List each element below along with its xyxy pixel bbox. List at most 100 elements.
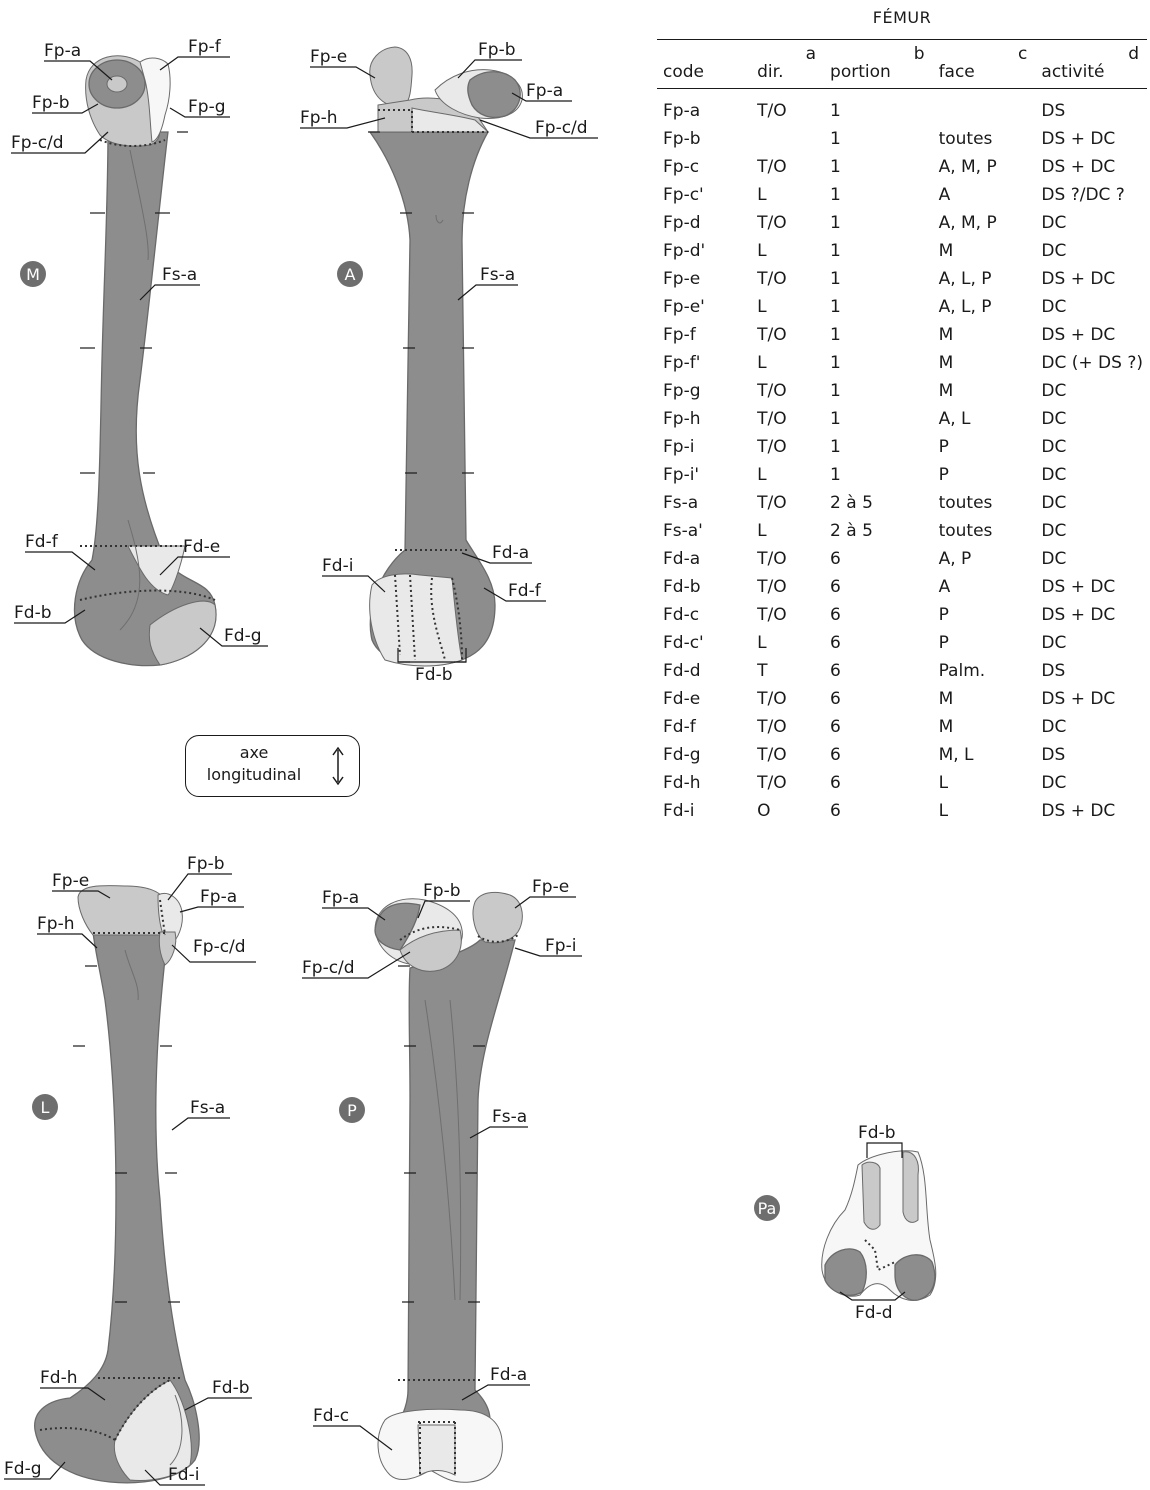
table-cell: Fd-c: [657, 601, 751, 629]
table-row: Fp-e'L1A, L, PDC: [657, 293, 1147, 321]
table-cell: 1: [824, 377, 933, 405]
posterior-greater-trochanter: [473, 892, 522, 942]
posterior-shaft: [400, 940, 515, 1420]
label-fp-i: Fp-i: [545, 936, 576, 956]
table-row: Fp-c'L1ADS ?/DC ?: [657, 181, 1147, 209]
table-cell: 2 à 5: [824, 489, 933, 517]
table-cell: Fd-i: [657, 797, 751, 825]
table-cell: Palm.: [933, 657, 1036, 685]
table-cell: [933, 89, 1036, 126]
table-cell: DC: [1035, 405, 1147, 433]
table-title: FÉMUR: [657, 8, 1147, 27]
palmar-fd-b-left: [862, 1162, 880, 1229]
table-cell: L: [751, 461, 824, 489]
label-fd-d: Fd-d: [855, 1303, 893, 1323]
table-cell: L: [933, 769, 1036, 797]
table-cell: Fp-g: [657, 377, 751, 405]
label-fp-c-d: Fp-c/d: [11, 133, 64, 153]
table-cell: Fp-f: [657, 321, 751, 349]
anterior-view: A Fp-e Fp-b Fp-a Fp-h Fp-c/d Fs-a Fd-a F…: [300, 40, 598, 685]
label-fs-a: Fs-a: [190, 1098, 225, 1118]
axis-legend: axe longitudinal: [185, 735, 360, 797]
table-cell: 6: [824, 769, 933, 797]
table-cell: A, P: [933, 545, 1036, 573]
label-fd-b: Fd-b: [14, 603, 52, 623]
table-row: Fd-dT6Palm.DS: [657, 657, 1147, 685]
table-cell: Fp-c': [657, 181, 751, 209]
table-cell: Fp-h: [657, 405, 751, 433]
table-cell: 1: [824, 209, 933, 237]
table-cell: Fp-i: [657, 433, 751, 461]
table-cell: M: [933, 349, 1036, 377]
table-cell: P: [933, 601, 1036, 629]
label-fp-a: Fp-a: [526, 81, 563, 101]
label-fp-h: Fp-h: [300, 108, 337, 128]
label-fp-e: Fp-e: [52, 871, 89, 891]
table-cell: 1: [824, 461, 933, 489]
table-row: Fd-cT/O6PDS + DC: [657, 601, 1147, 629]
table-row: Fd-bT/O6ADS + DC: [657, 573, 1147, 601]
table-cell: Fd-b: [657, 573, 751, 601]
table-cell: P: [933, 629, 1036, 657]
table-cell: DC: [1035, 545, 1147, 573]
table-cell: 2 à 5: [824, 517, 933, 545]
table-cell: A, M, P: [933, 153, 1036, 181]
label-fp-h: Fp-h: [37, 914, 74, 934]
table-cell: DS + DC: [1035, 321, 1147, 349]
anterior-condyle-pale: [370, 574, 462, 666]
table-cell: M: [933, 377, 1036, 405]
lateral-view: L Fp-e Fp-b Fp-a Fp-h Fp-c/d Fs-a Fd-h F…: [4, 854, 256, 1485]
anterior-head: [468, 72, 520, 118]
femur-table: code adir. bportion cface dactivité Fp-a…: [657, 39, 1147, 825]
table-cell: T/O: [751, 433, 824, 461]
table-cell: [751, 125, 824, 153]
label-fd-b: Fd-b: [212, 1378, 250, 1398]
table-cell: DC (+ DS ?): [1035, 349, 1147, 377]
table-cell: T: [751, 657, 824, 685]
table-cell: Fp-d: [657, 209, 751, 237]
table-cell: toutes: [933, 125, 1036, 153]
label-fp-b: Fp-b: [32, 93, 70, 113]
table-cell: DC: [1035, 629, 1147, 657]
table-cell: DC: [1035, 489, 1147, 517]
label-fp-g: Fp-g: [188, 97, 226, 117]
table-cell: toutes: [933, 517, 1036, 545]
table-cell: Fd-d: [657, 657, 751, 685]
label-fp-c-d: Fp-c/d: [193, 937, 246, 957]
posterior-view: P Fp-a Fp-b Fp-e Fp-i Fp-c/d Fs-a Fd-a F…: [302, 877, 582, 1482]
table-cell: 1: [824, 293, 933, 321]
table-cell: Fs-a': [657, 517, 751, 545]
table-cell: DC: [1035, 461, 1147, 489]
table-cell: T/O: [751, 685, 824, 713]
label-fd-g: Fd-g: [224, 626, 262, 646]
posterior-notch: [418, 1425, 455, 1475]
table-cell: 1: [824, 349, 933, 377]
table-cell: T/O: [751, 489, 824, 517]
label-fd-g: Fd-g: [4, 1459, 42, 1479]
table-cell: Fd-c': [657, 629, 751, 657]
table-cell: Fd-h: [657, 769, 751, 797]
palmar-fd-d-left: [825, 1249, 866, 1295]
table-cell: 1: [824, 89, 933, 126]
palmar-fd-b-right: [903, 1152, 918, 1223]
table-cell: M: [933, 321, 1036, 349]
table-cell: DC: [1035, 433, 1147, 461]
table-cell: T/O: [751, 769, 824, 797]
table-cell: T/O: [751, 153, 824, 181]
table-cell: T/O: [751, 265, 824, 293]
table-cell: DS + DC: [1035, 601, 1147, 629]
lateral-badge-text: L: [41, 1098, 50, 1117]
table-row: Fp-eT/O1A, L, PDS + DC: [657, 265, 1147, 293]
palmar-badge-text: Pa: [758, 1199, 777, 1218]
palmar-fd-d-right: [895, 1255, 935, 1300]
table-cell: Fs-a: [657, 489, 751, 517]
posterior-badge-text: P: [347, 1101, 357, 1120]
label-fp-a: Fp-a: [322, 888, 359, 908]
label-fp-f: Fp-f: [188, 37, 222, 57]
table-cell: Fd-a: [657, 545, 751, 573]
table-cell: 1: [824, 153, 933, 181]
